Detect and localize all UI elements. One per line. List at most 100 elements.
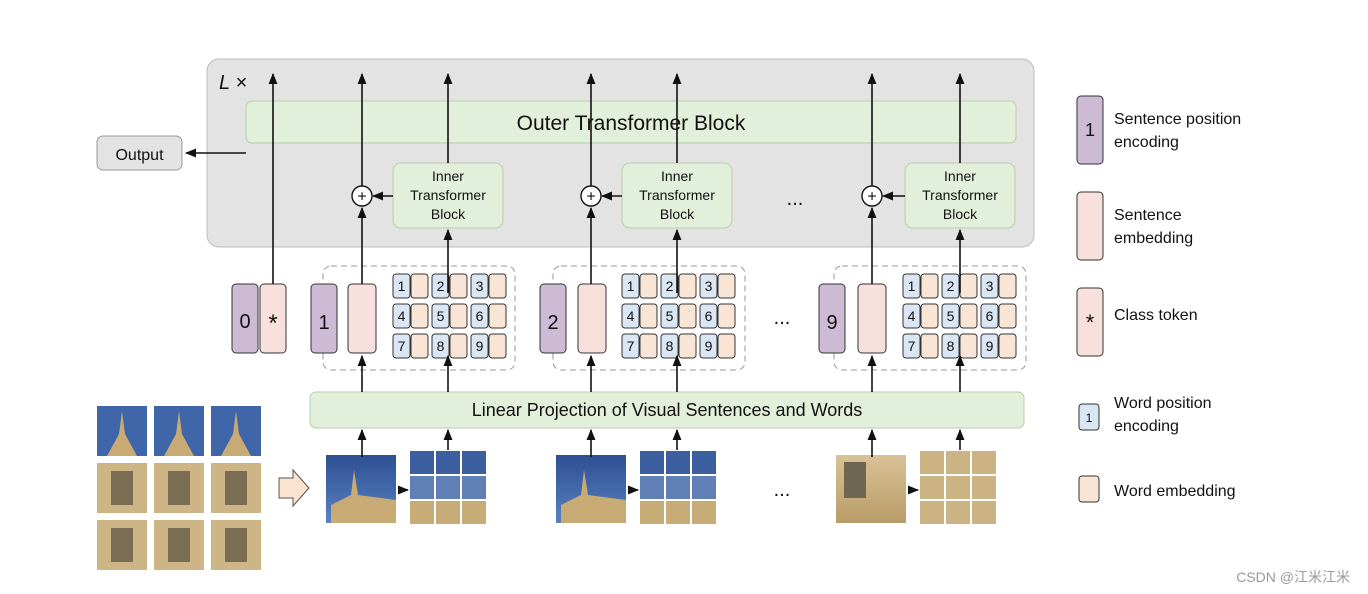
word-position-label: 9 bbox=[986, 338, 994, 354]
word-position-label: 9 bbox=[705, 338, 713, 354]
word-embedding-box bbox=[449, 333, 468, 359]
word-position-label: 2 bbox=[437, 278, 445, 294]
add-symbol: + bbox=[586, 189, 595, 206]
word-position-label: 1 bbox=[398, 278, 406, 294]
legend-label: encoding bbox=[1114, 418, 1179, 435]
repeat-label: L × bbox=[219, 72, 247, 94]
word-position-box bbox=[699, 303, 718, 329]
word-position-label: 9 bbox=[476, 338, 484, 354]
word-position-box bbox=[902, 303, 921, 329]
linear-projection-block bbox=[309, 391, 1025, 429]
add-symbol: + bbox=[357, 189, 366, 206]
legend-label: Word embedding bbox=[1114, 483, 1236, 500]
word-patch bbox=[692, 476, 716, 499]
sentence-embedding-box bbox=[857, 283, 887, 354]
word-position-box bbox=[470, 303, 489, 329]
word-position-label: 4 bbox=[908, 308, 916, 324]
word-patch bbox=[920, 476, 944, 499]
source-window bbox=[111, 528, 133, 562]
word-position-box bbox=[431, 273, 450, 299]
word-patch bbox=[972, 451, 996, 474]
word-embedding-box bbox=[639, 333, 658, 359]
sentence-embedding-box bbox=[577, 283, 607, 354]
word-embedding-box bbox=[998, 273, 1017, 299]
word-position-box bbox=[621, 273, 640, 299]
word-position-box bbox=[902, 333, 921, 359]
sentence-embedding-box bbox=[347, 283, 377, 354]
word-patch bbox=[920, 451, 944, 474]
word-embedding-box bbox=[639, 273, 658, 299]
word-position-box bbox=[980, 273, 999, 299]
word-patch bbox=[462, 501, 486, 524]
word-embedding-box bbox=[678, 333, 697, 359]
source-spire bbox=[107, 411, 137, 456]
word-position-label: 6 bbox=[986, 308, 994, 324]
word-position-label: 5 bbox=[437, 308, 445, 324]
window-shape bbox=[844, 462, 866, 498]
word-embedding-box bbox=[920, 303, 939, 329]
word-patch bbox=[946, 451, 970, 474]
word-patch bbox=[436, 476, 460, 499]
word-embedding-box bbox=[920, 273, 939, 299]
word-patch bbox=[462, 451, 486, 474]
sentence-position-label: 9 bbox=[826, 312, 837, 334]
word-embedding-box bbox=[488, 273, 507, 299]
word-position-box bbox=[621, 303, 640, 329]
legend-label: Word position bbox=[1114, 395, 1212, 412]
word-embedding-box bbox=[959, 333, 978, 359]
word-patch bbox=[692, 501, 716, 524]
word-embedding-box bbox=[998, 303, 1017, 329]
word-patch bbox=[462, 476, 486, 499]
class-position-label: 0 bbox=[239, 311, 250, 333]
inner-block-label: Inner bbox=[944, 168, 976, 184]
sentence-position-label: 1 bbox=[318, 312, 329, 334]
inner-block-label: Transformer bbox=[410, 187, 486, 203]
word-patch bbox=[920, 501, 944, 524]
legend-swatch-symbol: 1 bbox=[1086, 411, 1093, 425]
legend-label: encoding bbox=[1114, 134, 1179, 151]
sentence-position-box bbox=[818, 283, 846, 354]
word-position-box bbox=[699, 273, 718, 299]
source-window bbox=[111, 471, 133, 505]
word-patch bbox=[436, 501, 460, 524]
source-spire bbox=[164, 411, 194, 456]
watermark: CSDN @江米江米 bbox=[1236, 569, 1350, 585]
word-embedding-box bbox=[998, 333, 1017, 359]
word-position-box bbox=[392, 303, 411, 329]
word-position-label: 3 bbox=[476, 278, 484, 294]
add-symbol: + bbox=[867, 189, 876, 206]
word-patch bbox=[410, 451, 434, 474]
word-position-box bbox=[660, 273, 679, 299]
source-window bbox=[168, 471, 190, 505]
word-embedding-box bbox=[678, 303, 697, 329]
word-patch bbox=[972, 501, 996, 524]
ellipsis-marker: ... bbox=[787, 188, 804, 210]
sentence-position-box bbox=[310, 283, 338, 354]
word-patch bbox=[692, 451, 716, 474]
word-position-label: 7 bbox=[627, 338, 635, 354]
word-position-label: 5 bbox=[947, 308, 955, 324]
word-embedding-box bbox=[959, 303, 978, 329]
word-position-label: 7 bbox=[398, 338, 406, 354]
projection-label: Linear Projection of Visual Sentences an… bbox=[472, 400, 863, 420]
word-position-label: 2 bbox=[666, 278, 674, 294]
legend-swatch-sentence-position bbox=[1076, 95, 1104, 165]
word-position-box bbox=[980, 333, 999, 359]
word-patch bbox=[946, 501, 970, 524]
word-patch bbox=[436, 451, 460, 474]
word-embedding-box bbox=[717, 273, 736, 299]
inner-block-label: Block bbox=[431, 206, 466, 222]
word-position-box bbox=[980, 303, 999, 329]
word-position-label: 1 bbox=[908, 278, 916, 294]
word-embedding-box bbox=[678, 273, 697, 299]
word-position-box bbox=[902, 273, 921, 299]
word-position-label: 3 bbox=[986, 278, 994, 294]
word-position-label: 4 bbox=[627, 308, 635, 324]
word-patch bbox=[410, 476, 434, 499]
word-position-box bbox=[621, 333, 640, 359]
word-position-box bbox=[941, 333, 960, 359]
word-position-label: 8 bbox=[666, 338, 674, 354]
